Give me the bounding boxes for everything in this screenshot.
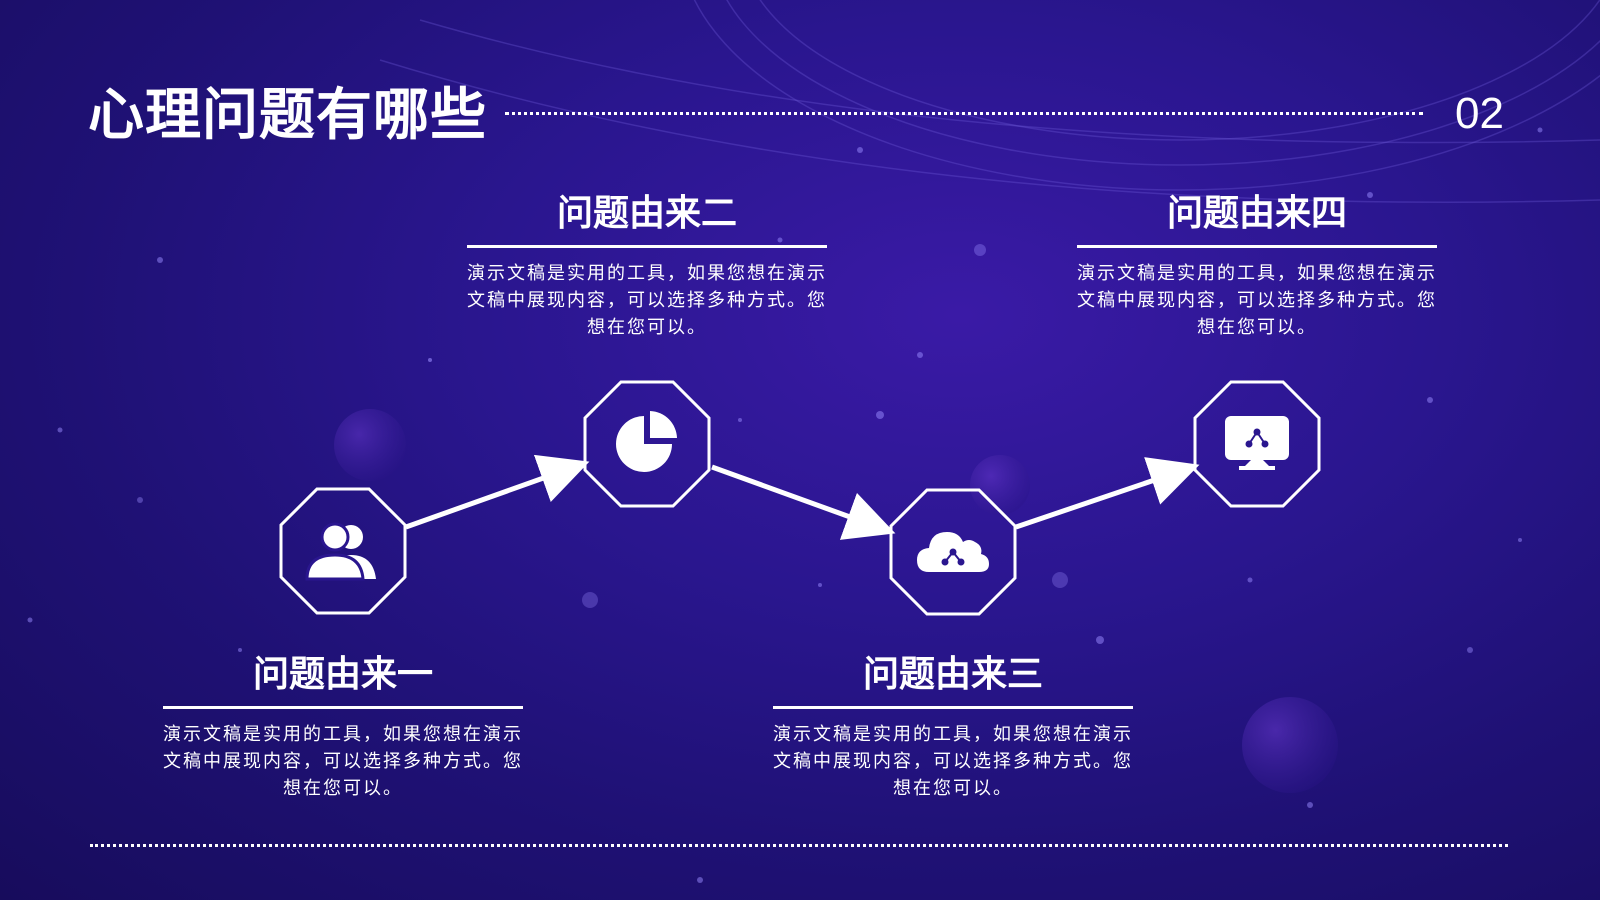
step-2-card: 问题由来二 演示文稿是实用的工具，如果您想在演示文稿中展现内容，可以选择多种方式… (467, 191, 827, 341)
step-3-description: 演示文稿是实用的工具，如果您想在演示文稿中展现内容，可以选择多种方式。您想在您可… (773, 724, 1133, 799)
step-2-node (583, 380, 711, 508)
step-2-description: 演示文稿是实用的工具，如果您想在演示文稿中展现内容，可以选择多种方式。您想在您可… (467, 263, 827, 338)
users-icon (305, 522, 376, 581)
step-2-heading: 问题由来二 (556, 193, 737, 234)
presentation-screen-icon (1225, 416, 1289, 470)
planet-decoration (970, 455, 1030, 515)
step-3-underline (773, 706, 1133, 709)
step-1-description: 演示文稿是实用的工具，如果您想在演示文稿中展现内容，可以选择多种方式。您想在您可… (163, 724, 523, 799)
step-1-heading: 问题由来一 (252, 654, 433, 695)
step-3-heading: 问题由来三 (862, 654, 1043, 695)
bottom-dotted-divider (90, 844, 1508, 847)
step-1-underline (163, 706, 523, 709)
title-dotted-divider (505, 112, 1423, 115)
step-1-node (279, 487, 407, 615)
step-4-heading: 问题由来四 (1166, 193, 1347, 234)
planet-decoration (1242, 697, 1338, 793)
arrow-step1-to-step2 (405, 454, 590, 530)
step-2-underline (467, 245, 827, 248)
page-number: 02 (1455, 89, 1504, 138)
step-3-node (889, 488, 1017, 616)
cloud-network-icon (917, 532, 989, 572)
step-1-card: 问题由来一 演示文稿是实用的工具，如果您想在演示文稿中展现内容，可以选择多种方式… (163, 652, 523, 802)
step-3-card: 问题由来三 演示文稿是实用的工具，如果您想在演示文稿中展现内容，可以选择多种方式… (773, 652, 1133, 802)
step-4-description: 演示文稿是实用的工具，如果您想在演示文稿中展现内容，可以选择多种方式。您想在您可… (1077, 263, 1437, 338)
step-4-underline (1077, 245, 1437, 248)
step-4-card: 问题由来四 演示文稿是实用的工具，如果您想在演示文稿中展现内容，可以选择多种方式… (1077, 191, 1437, 341)
planet-decoration (334, 409, 406, 481)
page-title: 心理问题有哪些 (88, 83, 487, 148)
arrow-step3-to-step4 (1015, 457, 1200, 530)
pie-chart-icon (616, 411, 677, 472)
step-4-node (1193, 380, 1321, 508)
arrow-step2-to-step3 (711, 464, 896, 540)
